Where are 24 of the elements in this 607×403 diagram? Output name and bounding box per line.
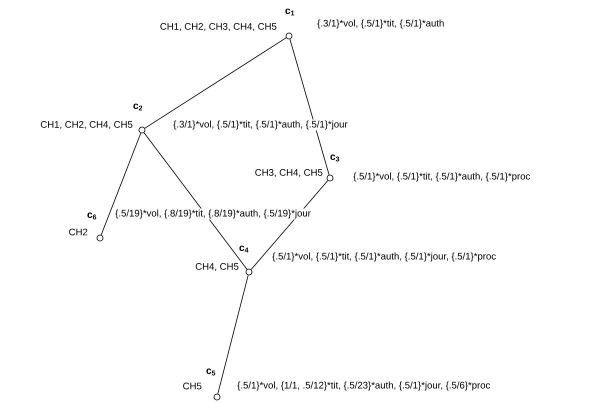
attribute-list: {.3/1}*vol, {.5/1}*tit, {.5/1}*auth, {.5/1}*jour [172,120,349,130]
attribute-list: {.5/19}*vol, {.8/19}*tit, {.8/19}*auth, {.5/19}*jour [114,208,312,220]
concept-label: c$_{5}$ [206,368,216,376]
object-list: CH3, CH4, CH5 [254,168,324,178]
concept-label: c$_{2}$ [133,104,142,110]
concept-label: c$_{1}$ [285,8,294,16]
object-list: CH5 [182,382,203,390]
attribute-list: {.5/1}*vol, {.5/1}*tit, {.5/1}*auth, {.5/1}*jour, {.5/1}*proc [271,252,498,262]
connector-line [217,274,249,394]
object-list: CH1, CH2, CH4, CH5 [39,120,134,130]
object-list: CH4, CH5 [194,262,240,272]
attribute-list: {.5/1}*vol, {.5/1}*tit, {.5/1}*auth, {.5/1}*proc [352,172,532,182]
connector-line [144,37,287,129]
connector-line [290,38,330,176]
object-list: CH1, CH2, CH3, CH4, CH5 [158,22,278,32]
connector-line [100,132,142,236]
connector-line [144,132,248,270]
attribute-list: {.5/1}*vol, {1/1, .5/12}*tit, {.5/23}*auth, {.5/1}*jour, {.5/6}*proc [236,380,492,392]
object-list: CH2 [68,228,89,236]
concept-label: c$_{3}$ [330,154,340,162]
concept-label: c$_{6}$ [87,212,96,220]
attribute-list: {.3/1}*vol, {.5/1}*tit, {.5/1}*auth [316,18,446,30]
connector-line [250,180,328,270]
concept-label: c$_{4}$ [239,246,248,252]
